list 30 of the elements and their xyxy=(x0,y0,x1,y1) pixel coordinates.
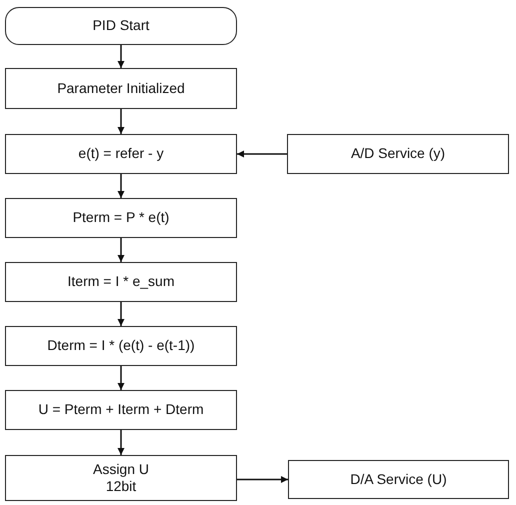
node-text: U = Pterm + Iterm + Dterm xyxy=(38,401,204,419)
node-text: Parameter Initialized xyxy=(57,80,185,98)
arrow xyxy=(118,45,124,68)
process-box xyxy=(5,68,237,109)
process-box xyxy=(5,455,237,501)
process-box xyxy=(5,262,237,302)
arrow xyxy=(118,366,124,390)
terminal-box xyxy=(5,7,237,45)
process-box xyxy=(5,198,237,238)
process-box xyxy=(288,460,509,499)
arrow xyxy=(237,476,288,483)
arrow xyxy=(118,238,124,262)
arrow xyxy=(118,174,124,198)
node-text: PID Start xyxy=(92,17,150,35)
node-text: Dterm = I * (e(t) - e(t-1)) xyxy=(47,337,195,355)
arrow xyxy=(118,430,124,455)
arrow xyxy=(237,150,287,158)
node-text: D/A Service (U) xyxy=(350,470,447,488)
node-text: 12bit xyxy=(106,478,136,496)
process-box xyxy=(5,134,237,174)
node-text: Pterm = P * e(t) xyxy=(72,209,170,227)
node-text: Assign U xyxy=(92,460,150,478)
process-box xyxy=(5,326,237,366)
process-box xyxy=(287,134,509,174)
arrow xyxy=(118,302,124,326)
node-text: Iterm = I * e_sum xyxy=(68,273,174,291)
node-text: A/D Service (y) xyxy=(350,145,446,163)
node-text: e(t) = refer - y xyxy=(78,145,164,163)
arrow xyxy=(118,109,124,134)
process-box xyxy=(5,390,237,430)
